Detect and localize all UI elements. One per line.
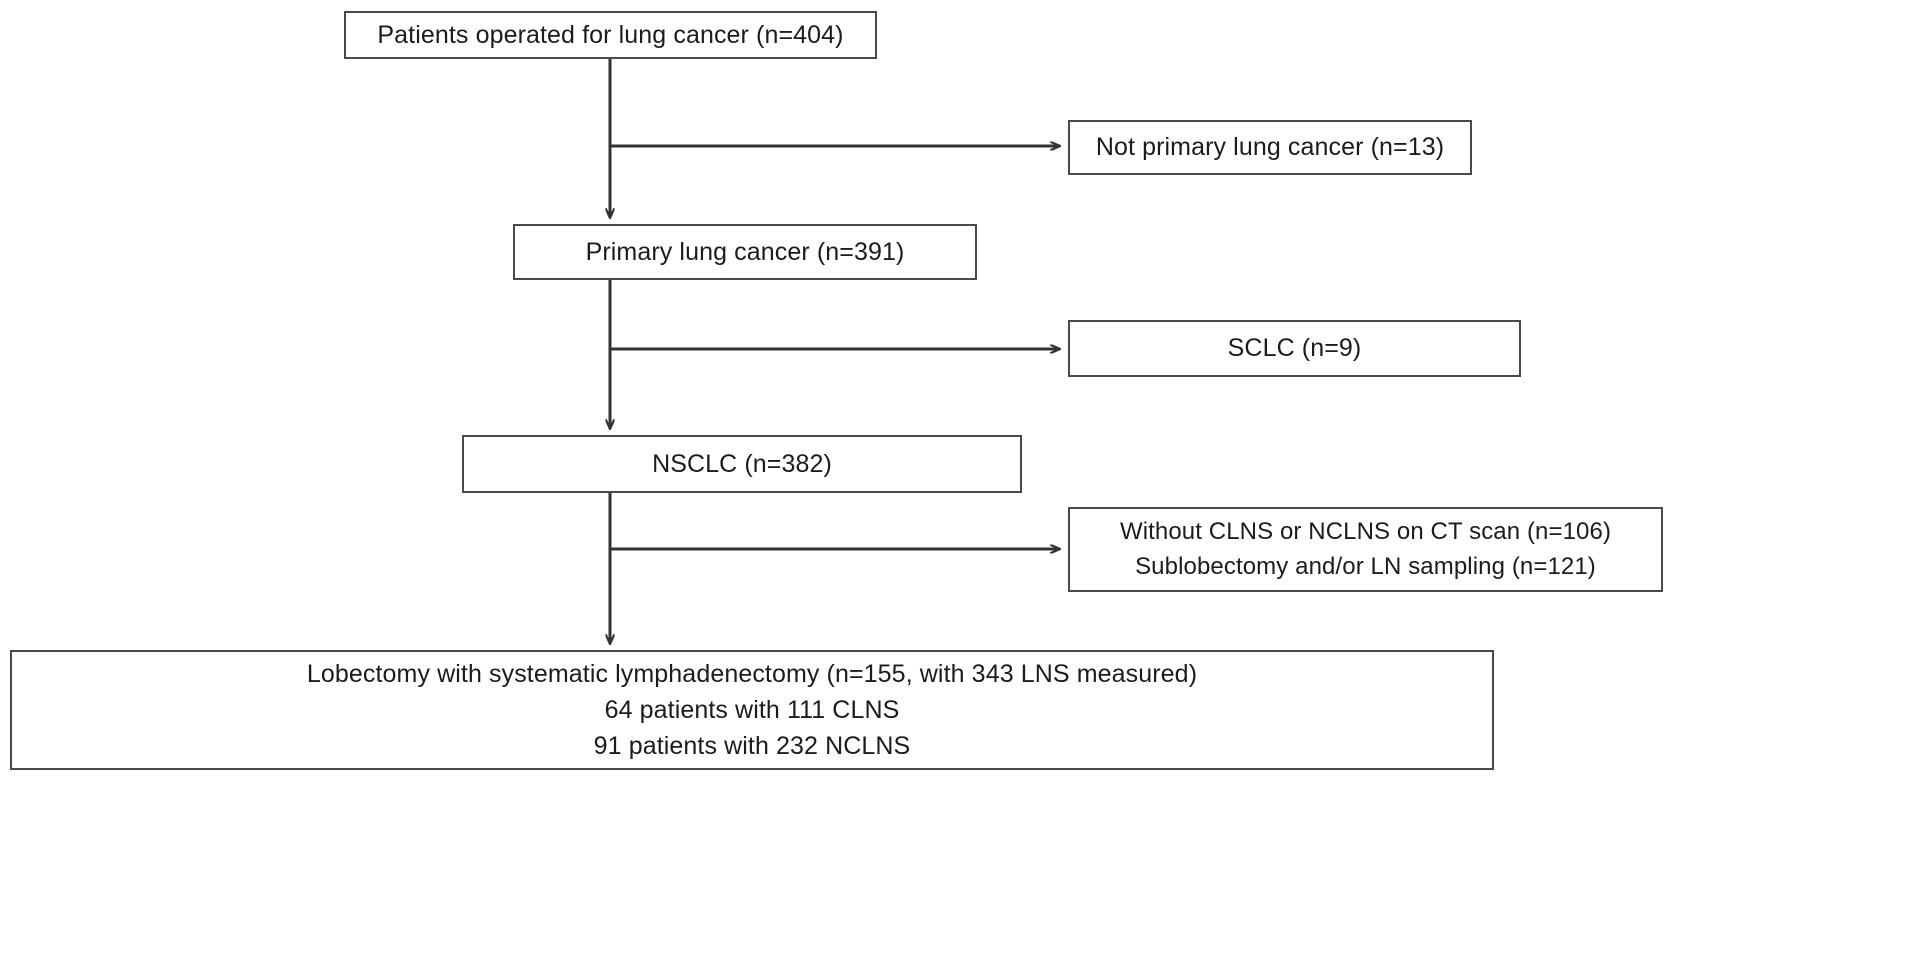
node-not-primary-lung-cancer: Not primary lung cancer (n=13): [1068, 120, 1472, 175]
node-text-line: Not primary lung cancer (n=13): [1095, 133, 1445, 162]
node-primary-lung-cancer: Primary lung cancer (n=391): [513, 224, 977, 280]
node-text-line: 64 patients with 111 CLNS: [604, 695, 900, 724]
node-excluded-without-clns-sublobectomy: Without CLNS or NCLNS on CT scan (n=106)…: [1068, 507, 1663, 592]
node-text-line: Sublobectomy and/or LN sampling (n=121): [1135, 552, 1596, 580]
node-nsclc: NSCLC (n=382): [462, 435, 1022, 493]
node-text-line: SCLC (n=9): [1227, 334, 1362, 363]
node-text-line: Lobectomy with systematic lymphadenectom…: [306, 659, 1198, 688]
node-text-line: NSCLC (n=382): [652, 449, 832, 478]
node-text-line: 91 patients with 232 NCLNS: [593, 732, 911, 761]
node-text-line: Patients operated for lung cancer (n=404…: [377, 20, 844, 49]
node-sclc: SCLC (n=9): [1068, 320, 1521, 377]
node-text-line: Primary lung cancer (n=391): [585, 237, 905, 266]
node-text-line: Without CLNS or NCLNS on CT scan (n=106): [1119, 517, 1612, 545]
node-patients-operated: Patients operated for lung cancer (n=404…: [344, 11, 877, 59]
node-lobectomy-systematic-lymphadenectomy: Lobectomy with systematic lymphadenectom…: [10, 650, 1494, 770]
